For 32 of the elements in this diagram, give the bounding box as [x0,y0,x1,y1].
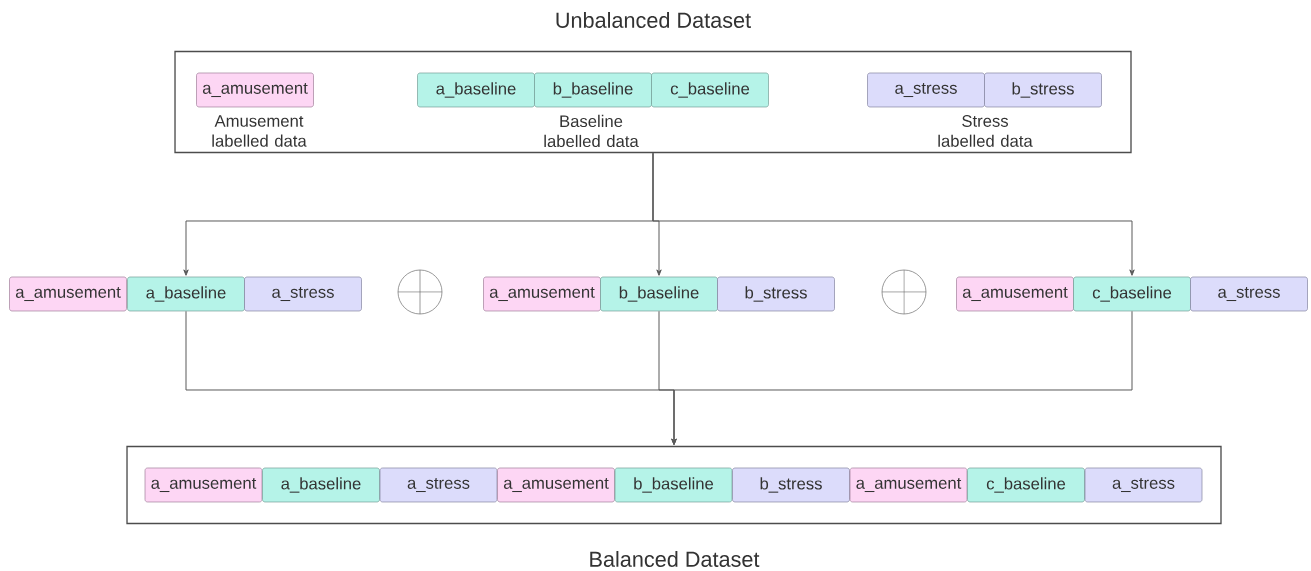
group-caption: Baseline labelled data [544,114,639,148]
data-segment-box: a_stress [1084,467,1203,503]
data-segment-box: a_stress [244,276,362,312]
data-segment-box: a_amusement [483,276,601,312]
data-segment-box: a_amusement [956,276,1074,312]
data-segment-box: c_baseline [967,467,1085,503]
data-segment-box: b_baseline [600,276,718,312]
data-segment-box: a_amusement [497,467,615,503]
data-segment-box: a_amusement [196,72,314,108]
data-segment-box: a_amusement [144,467,263,503]
data-segment-box: a_baseline [262,467,380,503]
data-segment-box: a_stress [379,467,498,503]
group-caption: Stress labelled data [938,115,1033,147]
data-segment-box: b_baseline [614,467,733,503]
dataset-title: Balanced Dataset [590,551,760,567]
data-segment-box: a_amusement [9,276,127,312]
data-segment-box: a_baseline [417,72,535,108]
connector-arrow [652,152,1135,276]
data-segment-box: a_stress [867,72,985,108]
data-segment-box: b_stress [717,276,835,312]
circled-plus-symbol [397,269,443,315]
data-segment-box: b_stress [984,72,1102,108]
data-segment-box: a_amusement [849,467,968,503]
connector-arrow [671,310,1133,445]
data-segment-box: a_baseline [127,276,245,312]
data-segment-box: b_baseline [534,72,652,108]
circled-plus-symbol [881,269,927,315]
data-segment-box: c_baseline [1073,276,1191,312]
data-segment-box: c_baseline [651,72,769,108]
dataset-title: Unbalanced Dataset [556,12,751,28]
data-segment-box: a_stress [1190,276,1308,312]
data-segment-box: b_stress [732,467,850,503]
